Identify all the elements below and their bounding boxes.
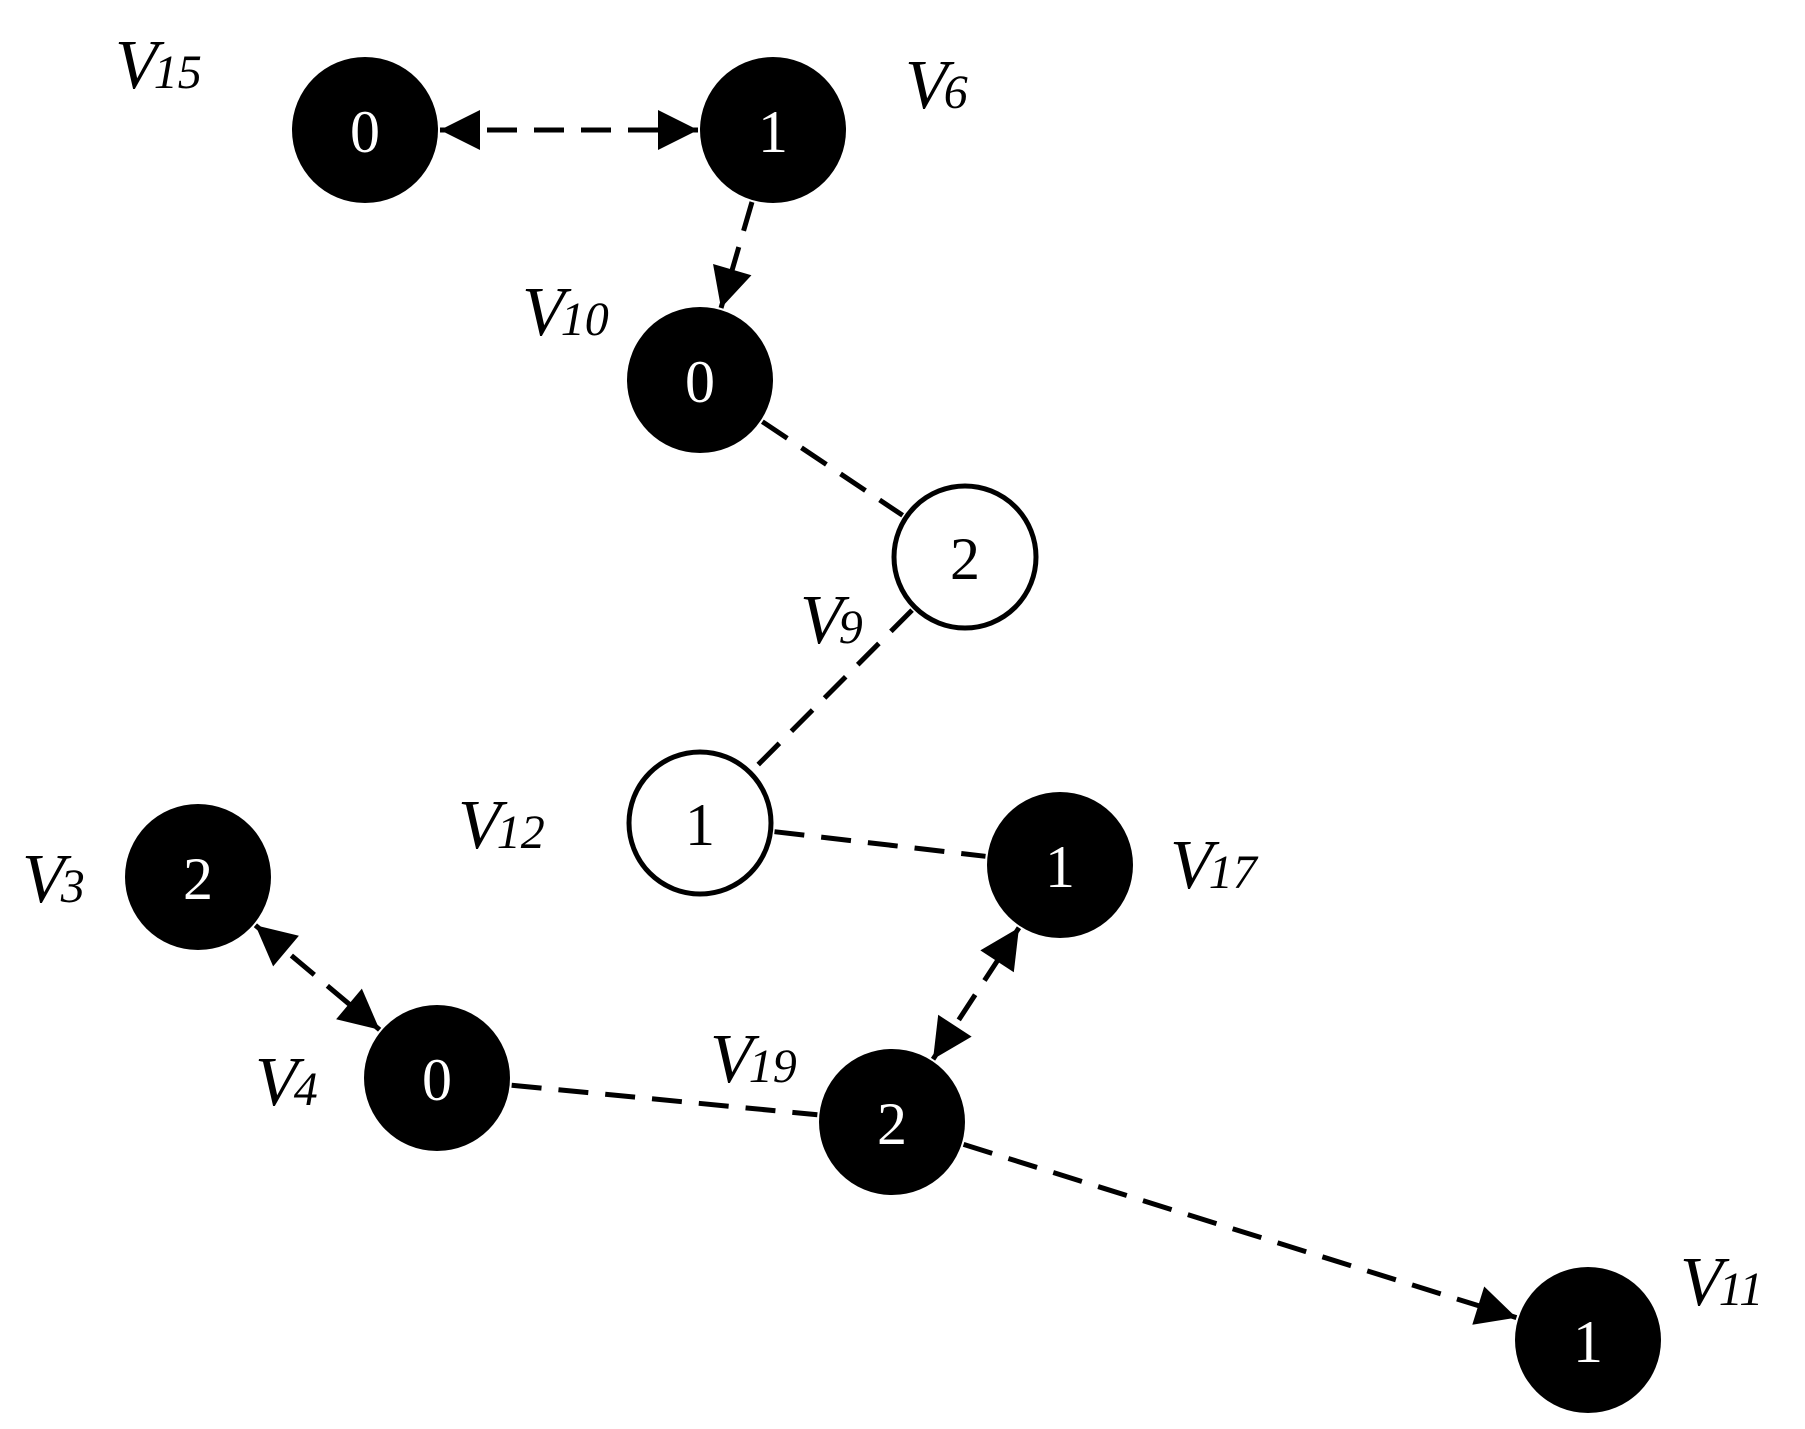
edge-v3-v4 <box>253 923 382 1032</box>
node-circle <box>364 1005 510 1151</box>
node-label-v6: V6 <box>905 47 968 124</box>
node-label-sub: 11 <box>1719 1263 1763 1316</box>
node-value: 2 <box>183 846 213 912</box>
node-label-v19: V19 <box>710 1021 797 1098</box>
node-circle <box>891 483 1039 631</box>
node-label-sub: 3 <box>60 860 85 913</box>
edge-v19-v17 <box>930 926 1022 1061</box>
node-circle <box>1515 1267 1661 1413</box>
node-circle <box>626 749 774 897</box>
node-label-main: V <box>710 1021 760 1098</box>
node-label-sub: 4 <box>294 1063 318 1116</box>
edge-v10-v9 <box>760 419 905 518</box>
edge-v12-v17 <box>774 829 986 859</box>
edges-layer <box>253 110 1518 1325</box>
node-circle <box>700 57 846 203</box>
node-value: 2 <box>877 1091 907 1157</box>
node-label-sub: 6 <box>944 66 968 119</box>
edge-v6-v10 <box>713 201 755 309</box>
node-label-sub: 15 <box>154 46 202 99</box>
node-label-v3: V3 <box>22 841 85 918</box>
node-value: 1 <box>1573 1309 1603 1375</box>
edge-v19-v11 <box>962 1142 1518 1325</box>
node-label-v12: V12 <box>458 787 545 864</box>
node-value: 0 <box>422 1047 452 1113</box>
node-label-v15: V15 <box>115 27 202 104</box>
edge-v9-v12 <box>751 608 914 772</box>
node-label-main: V <box>800 582 850 659</box>
node-label-sub: 12 <box>497 806 545 859</box>
node-v12: 1 <box>626 749 774 897</box>
node-circle <box>627 307 773 453</box>
node-v17: 1 <box>987 792 1133 938</box>
node-label-v4: V4 <box>255 1044 318 1121</box>
node-label-main: V <box>905 47 955 124</box>
node-label-sub: 9 <box>839 601 863 654</box>
node-label-main: V <box>115 27 165 104</box>
node-value: 0 <box>685 349 715 415</box>
edge-v4-v19 <box>511 1082 818 1118</box>
node-v11: 1 <box>1515 1267 1661 1413</box>
node-v10: 0 <box>627 307 773 453</box>
node-circle <box>987 792 1133 938</box>
node-label-main: V <box>22 841 72 918</box>
node-v9: 2 <box>891 483 1039 631</box>
node-label-sub: 10 <box>561 293 609 346</box>
node-label-v11: V11 <box>1680 1244 1763 1321</box>
node-value: 1 <box>758 99 788 165</box>
node-v19: 2 <box>819 1049 965 1195</box>
node-value: 1 <box>1045 834 1075 900</box>
node-label-v17: V17 <box>1170 827 1259 904</box>
node-label-v10: V10 <box>522 274 609 351</box>
node-circle <box>819 1049 965 1195</box>
node-label-main: V <box>255 1044 305 1121</box>
node-label-sub: 17 <box>1209 846 1259 899</box>
node-v6: 1 <box>700 57 846 203</box>
node-v15: 0 <box>292 57 438 203</box>
node-label-main: V <box>458 787 508 864</box>
node-value: 0 <box>350 99 380 165</box>
node-circle <box>125 804 271 950</box>
node-label-sub: 19 <box>749 1040 797 1093</box>
node-label-v9: V9 <box>800 582 863 659</box>
node-v3: 2 <box>125 804 271 950</box>
node-v4: 0 <box>364 1005 510 1151</box>
node-value: 2 <box>950 526 980 592</box>
node-label-main: V <box>1680 1244 1730 1321</box>
node-label-main: V <box>1170 827 1220 904</box>
node-label-main: V <box>522 274 572 351</box>
node-circle <box>292 57 438 203</box>
node-value: 1 <box>685 792 715 858</box>
